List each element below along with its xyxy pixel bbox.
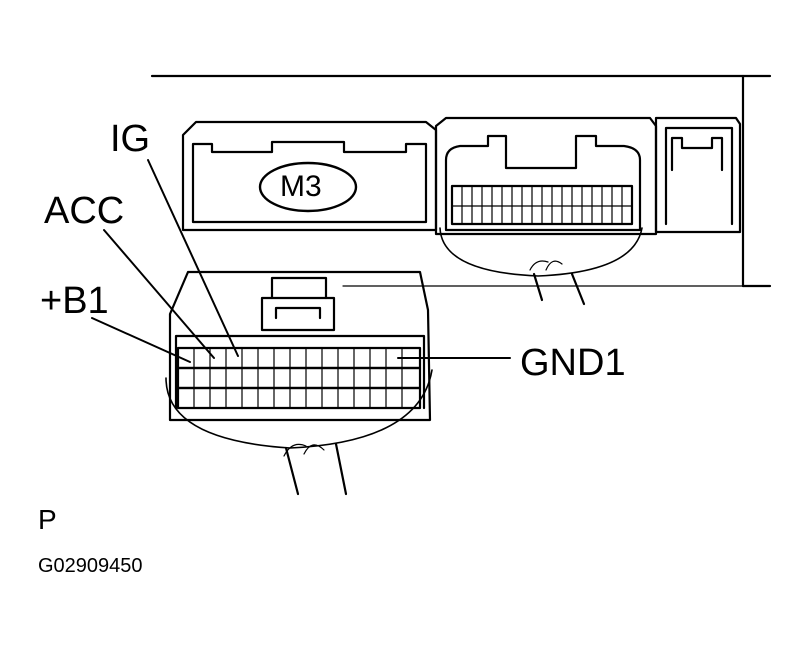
ecu-housing <box>150 74 772 288</box>
figure-code: G02909450 <box>38 555 143 577</box>
view-letter: P <box>38 504 57 535</box>
leader-lines <box>91 159 511 363</box>
connector-middle <box>434 116 658 306</box>
connector-p-main <box>165 270 433 496</box>
callout-gnd1: GND1 <box>520 342 626 384</box>
leader-ig <box>147 159 239 357</box>
m3-badge-label: M3 <box>280 170 322 203</box>
leader-acc <box>103 229 215 359</box>
leader-b1 <box>91 317 191 363</box>
callout-ig: IG <box>110 118 151 160</box>
connector-right <box>654 116 742 234</box>
callout-b1: +B1 <box>40 280 109 322</box>
callout-acc: ACC <box>44 190 125 232</box>
m3-badge-ring <box>258 161 358 213</box>
